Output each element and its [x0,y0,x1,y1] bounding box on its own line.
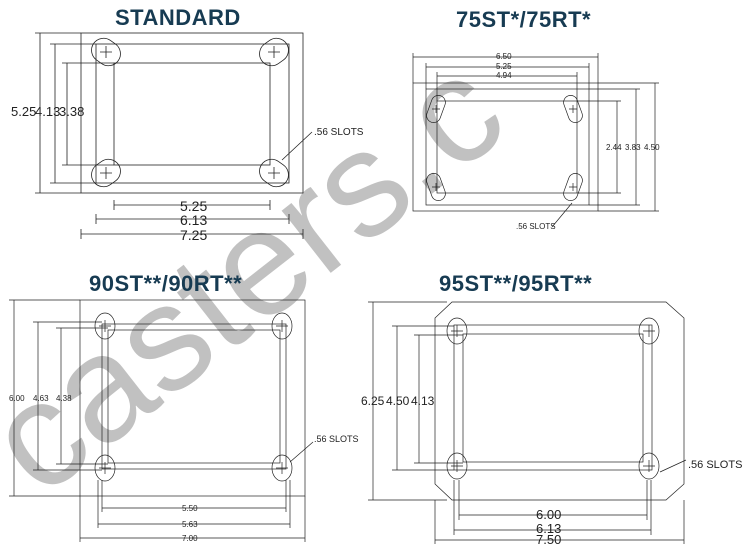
standard-dim-h-mid: 6.13 [180,212,207,228]
standard-dim-v-inner: 3.38 [59,104,84,119]
p95-dim-h-outer: 7.50 [536,532,561,546]
p90-dim-v-inner: 4.38 [56,394,72,403]
title-75: 75ST*/75RT* [456,7,592,32]
slot [426,173,446,201]
p90-bolt-frame-inner [107,329,281,464]
p90-bolt-frame-outer [101,323,287,470]
p90-plate [79,299,306,497]
slot [94,312,116,340]
title-90: 90ST**/90RT** [89,271,243,296]
p95-bolt-frame-inner [462,333,644,463]
title-standard: STANDARD [115,5,241,30]
p90-dim-h-mid: 5.63 [182,520,198,529]
slot [271,312,293,340]
slot [563,95,583,123]
p90-dim-h-inner: 5.50 [182,504,198,513]
p75-bolt-frame-inner [436,100,578,194]
p95-dim-v-inner: 4.13 [411,394,435,408]
p75-plate [412,82,599,212]
p75-dim-v-outer: 4.50 [644,143,660,152]
p95-plate [434,301,685,501]
standard-bolt-frame-inner [113,62,271,166]
standard-plate [80,32,304,194]
standard-dim-h-outer: 7.25 [180,227,207,243]
p95-dim-v-mid: 4.50 [386,394,410,408]
p90-dim-v-mid: 4.63 [33,394,49,403]
p75-dim-h-mid: 5.25 [496,62,512,71]
slot [638,452,660,480]
slot [91,37,121,67]
slot [638,317,660,345]
standard-bolt-frame-outer [95,43,290,184]
p75-dim-h-outer: 6.50 [496,52,512,61]
title-95: 95ST**/95RT** [439,271,593,296]
standard-dim-h-inner: 5.25 [180,198,207,214]
slot [91,158,121,188]
p95-dim-v-outer: 6.25 [361,394,385,408]
slot [446,452,468,480]
standard-slots-label: .56 SLOTS [314,127,364,138]
p75-dim-v-mid: 3.83 [625,143,641,152]
p75-bolt-frame-outer [425,88,590,206]
p95-dim-h-mid: 6.13 [536,521,561,536]
standard-dim-v-outer: 5.25 [11,104,36,119]
slot [446,317,468,345]
slot [259,158,289,188]
slot [259,37,289,67]
slot [426,95,446,123]
p95-slots-label: .56 SLOTS [688,459,742,471]
p75-slots-label: .56 SLOTS [516,222,556,231]
standard-dim-v-mid: 4.13 [35,104,60,119]
p90-dim-v-outer: 6.00 [9,394,25,403]
p90-dim-h-outer: 7.00 [182,534,198,543]
p90-slots-label: .56 SLOTS [314,434,359,444]
slot [563,173,583,201]
p75-dim-v-inner: 2.44 [606,143,622,152]
slot [271,454,293,482]
p95-bolt-frame-outer [453,324,653,471]
p75-dim-h-inner: 4.94 [496,71,512,80]
p95-dim-h-inner: 6.00 [536,507,561,522]
